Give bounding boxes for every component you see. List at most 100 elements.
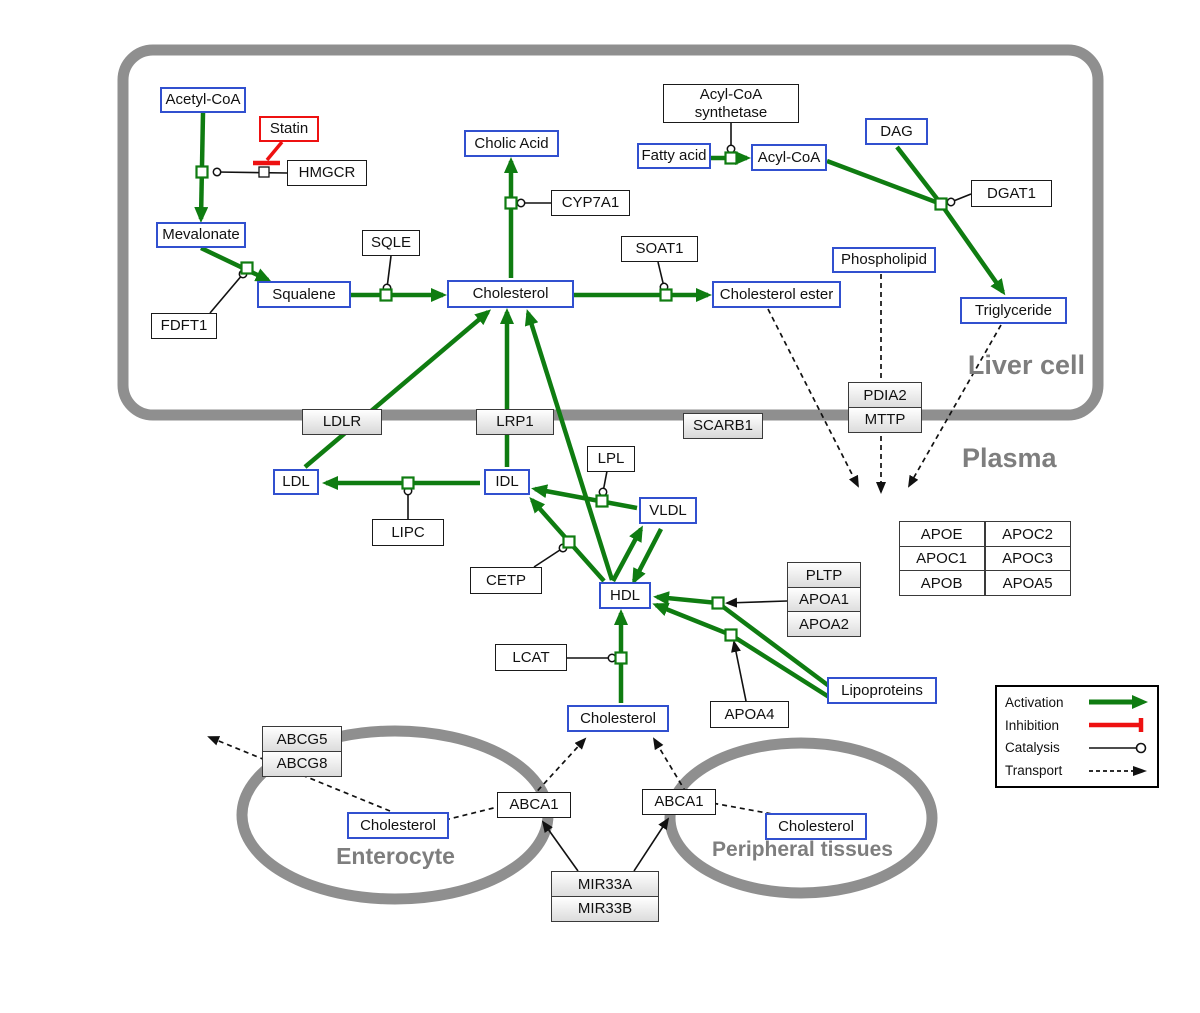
edge-dgat1-catalysis xyxy=(946,193,972,207)
legend-item-inhibition: Inhibition xyxy=(1005,714,1149,736)
node-fatty-acid[interactable]: Fatty acid xyxy=(637,143,711,169)
node-dag[interactable]: DAG xyxy=(865,118,928,145)
stack-pltp-apoa1-apoa2: PLTP APOA1 APOA2 xyxy=(787,562,861,638)
node-abcg8[interactable]: ABCG8 xyxy=(262,750,342,777)
node-mttp[interactable]: MTTP xyxy=(848,406,922,433)
stack-mir33: MIR33A MIR33B xyxy=(551,871,659,922)
edge-sqle-catalysis xyxy=(382,255,392,293)
edge-vldl-idl xyxy=(531,484,638,511)
node-apoa1[interactable]: APOA1 xyxy=(787,586,861,613)
node-acetyl-coa[interactable]: Acetyl-CoA xyxy=(160,87,246,113)
stack-pdia2-mttp: PDIA2 MTTP xyxy=(848,382,922,433)
transport-dashed-arrow-icon xyxy=(1089,765,1147,776)
edge-hdl-cholesterol xyxy=(524,309,615,581)
legend-label-transport: Transport xyxy=(1005,763,1063,779)
edge-ldl-cholesterol xyxy=(303,309,492,469)
legend-label-activation: Activation xyxy=(1005,694,1064,710)
node-pltp[interactable]: PLTP xyxy=(787,562,861,588)
node-soat1[interactable]: SOAT1 xyxy=(621,236,698,262)
edge-soat1-catalysis xyxy=(657,261,669,292)
node-lcat[interactable]: LCAT xyxy=(495,644,567,671)
node-cholesterol-ester[interactable]: Cholesterol ester xyxy=(712,281,841,308)
edge-mevalonate-squalene xyxy=(200,245,272,283)
edge-pltp-stack-arrow xyxy=(725,597,788,608)
node-abca1-peripheral[interactable]: ABCA1 xyxy=(642,789,716,815)
peripheral-tissues-membrane xyxy=(664,737,938,899)
node-cholesterol-enterocyte[interactable]: Cholesterol xyxy=(347,812,449,839)
node-abcg5[interactable]: ABCG5 xyxy=(262,726,342,752)
node-apob[interactable]: APOB xyxy=(898,570,985,597)
edge-apoa4-arrow xyxy=(731,640,747,702)
node-apoa4[interactable]: APOA4 xyxy=(710,701,789,728)
node-apoc2[interactable]: APOC2 xyxy=(984,521,1071,547)
node-cholesterol-plasma[interactable]: Cholesterol xyxy=(567,705,669,732)
node-lpl[interactable]: LPL xyxy=(587,446,635,472)
edge-hmgcr-catalysis xyxy=(212,167,288,177)
activation-arrow-icon xyxy=(1089,695,1148,710)
edge-fdft1-catalysis xyxy=(209,269,248,314)
node-mir33b[interactable]: MIR33B xyxy=(551,895,659,922)
node-cholic-acid[interactable]: Cholic Acid xyxy=(464,130,559,157)
node-apoc1[interactable]: APOC1 xyxy=(898,545,985,572)
node-lipoproteins[interactable]: Lipoproteins xyxy=(827,677,937,704)
stack-abcg5-abcg8: ABCG5 ABCG8 xyxy=(262,726,342,777)
node-dgat1[interactable]: DGAT1 xyxy=(971,180,1052,207)
node-fdft1[interactable]: FDFT1 xyxy=(151,313,217,339)
node-apoe[interactable]: APOE xyxy=(898,521,985,547)
legend-item-catalysis: Catalysis xyxy=(1005,737,1149,759)
node-abca1-enterocyte[interactable]: ABCA1 xyxy=(497,792,571,818)
node-hdl[interactable]: HDL xyxy=(599,582,651,609)
node-cyp7a1[interactable]: CYP7A1 xyxy=(551,190,630,216)
catalysis-circle-icon xyxy=(1089,742,1147,754)
node-lrp1[interactable]: LRP1 xyxy=(476,409,554,435)
node-acyl-coa-synthetase[interactable]: Acyl-CoA synthetase xyxy=(663,84,799,123)
node-scarb1[interactable]: SCARB1 xyxy=(683,413,763,439)
region-label-enterocyte: Enterocyte xyxy=(336,843,455,869)
catalysis-edges xyxy=(209,123,972,663)
node-vldl[interactable]: VLDL xyxy=(639,497,697,524)
region-label-liver-cell: Liver cell xyxy=(967,350,1085,380)
node-cetp[interactable]: CETP xyxy=(470,567,542,594)
legend-item-transport: Transport xyxy=(1005,760,1149,782)
node-lipc[interactable]: LIPC xyxy=(372,519,444,546)
node-apoa5[interactable]: APOA5 xyxy=(984,570,1071,597)
statin-target-square xyxy=(258,166,270,178)
edge-statin-inhibits-hmgcr xyxy=(265,140,284,162)
region-label-peripheral-tissues: Peripheral tissues xyxy=(712,838,893,861)
node-apoa2[interactable]: APOA2 xyxy=(787,611,861,638)
edge-cholesterolester-plasma xyxy=(767,308,859,488)
node-apoc3[interactable]: APOC3 xyxy=(984,545,1071,572)
inhibition-tbar-icon xyxy=(1089,718,1144,733)
node-phospholipid[interactable]: Phospholipid xyxy=(832,247,936,273)
node-mir33a[interactable]: MIR33A xyxy=(551,871,659,897)
node-squalene[interactable]: Squalene xyxy=(257,281,351,308)
node-mevalonate[interactable]: Mevalonate xyxy=(156,222,246,248)
edge-enterocyte-abcg-export xyxy=(207,736,391,812)
node-hmgcr[interactable]: HMGCR xyxy=(287,160,367,186)
liver-cell-membrane xyxy=(117,44,1104,421)
node-ldl[interactable]: LDL xyxy=(273,469,319,495)
node-cholesterol-liver[interactable]: Cholesterol xyxy=(447,280,574,308)
edge-mir33-abca1-left xyxy=(541,820,579,872)
edge-triglyceride-plasma xyxy=(908,324,1002,488)
legend: Activation Inhibition Catalysis Transpor… xyxy=(995,685,1159,788)
legend-label-inhibition: Inhibition xyxy=(1005,717,1060,733)
legend-item-activation: Activation xyxy=(1005,691,1149,713)
edge-cetp-catalysis xyxy=(533,543,568,568)
edge-hdl-vldl xyxy=(611,525,643,583)
node-triglyceride[interactable]: Triglyceride xyxy=(960,297,1067,324)
node-ldlr[interactable]: LDLR xyxy=(302,409,382,435)
legend-label-catalysis: Catalysis xyxy=(1005,740,1060,756)
node-acyl-coa[interactable]: Acyl-CoA xyxy=(751,144,827,171)
node-statin[interactable]: Statin xyxy=(259,116,319,142)
node-idl[interactable]: IDL xyxy=(484,469,530,495)
node-pdia2[interactable]: PDIA2 xyxy=(848,382,922,408)
edge-lpl-catalysis xyxy=(598,470,608,497)
edge-dag-dgat1 xyxy=(895,145,940,202)
black-arrow-edges xyxy=(541,597,788,872)
node-cholesterol-peripheral[interactable]: Cholesterol xyxy=(765,813,867,840)
node-sqle[interactable]: SQLE xyxy=(362,230,420,256)
inhibition-edge xyxy=(253,140,284,166)
